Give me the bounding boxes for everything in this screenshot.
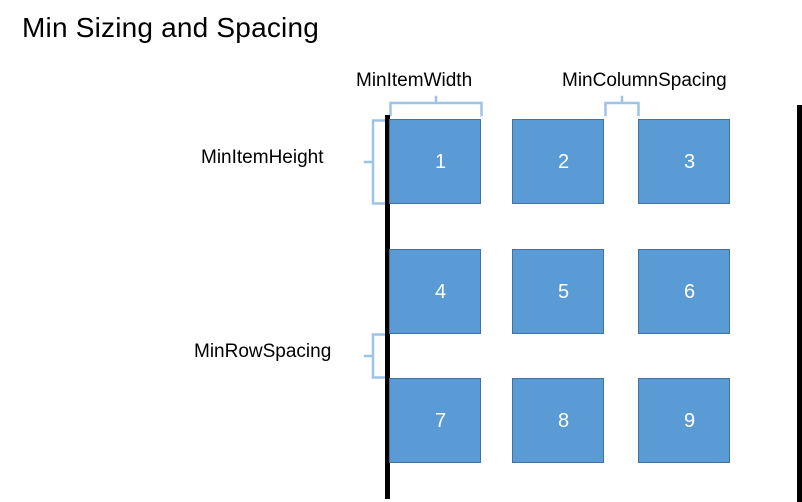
grid-item-label: 1 bbox=[435, 150, 447, 173]
brace-min-column-spacing bbox=[604, 95, 640, 117]
page-title: Min Sizing and Spacing bbox=[22, 12, 320, 43]
grid-item[interactable]: 5 bbox=[512, 249, 604, 334]
grid-item[interactable]: 6 bbox=[638, 249, 730, 334]
grid-item[interactable]: 2 bbox=[512, 119, 604, 204]
grid-item-label: 4 bbox=[435, 280, 447, 303]
label-min-item-width: MinItemWidth bbox=[356, 70, 473, 91]
grid-item-label: 2 bbox=[558, 150, 570, 173]
grid-item-label: 9 bbox=[684, 409, 696, 432]
grid-item[interactable]: 8 bbox=[512, 378, 604, 463]
brace-min-item-width bbox=[389, 95, 483, 117]
right-boundary-rail bbox=[797, 105, 802, 502]
label-min-column-spacing: MinColumnSpacing bbox=[562, 70, 727, 91]
grid-item-label: 7 bbox=[435, 409, 447, 432]
brace-min-row-spacing bbox=[363, 333, 386, 379]
grid-item-label: 8 bbox=[558, 409, 570, 432]
grid-item[interactable]: 7 bbox=[389, 378, 481, 463]
grid-item[interactable]: 3 bbox=[638, 119, 730, 204]
left-boundary-rail bbox=[385, 115, 390, 499]
grid-item-label: 5 bbox=[558, 280, 570, 303]
label-min-item-height: MinItemHeight bbox=[201, 147, 324, 168]
brace-min-item-height bbox=[363, 119, 386, 205]
grid-item[interactable]: 9 bbox=[638, 378, 730, 463]
grid-item-label: 6 bbox=[684, 280, 696, 303]
grid-item-label: 3 bbox=[684, 150, 696, 173]
grid-item[interactable]: 4 bbox=[389, 249, 481, 334]
label-min-row-spacing: MinRowSpacing bbox=[194, 341, 332, 362]
grid-item[interactable]: 1 bbox=[389, 119, 481, 204]
